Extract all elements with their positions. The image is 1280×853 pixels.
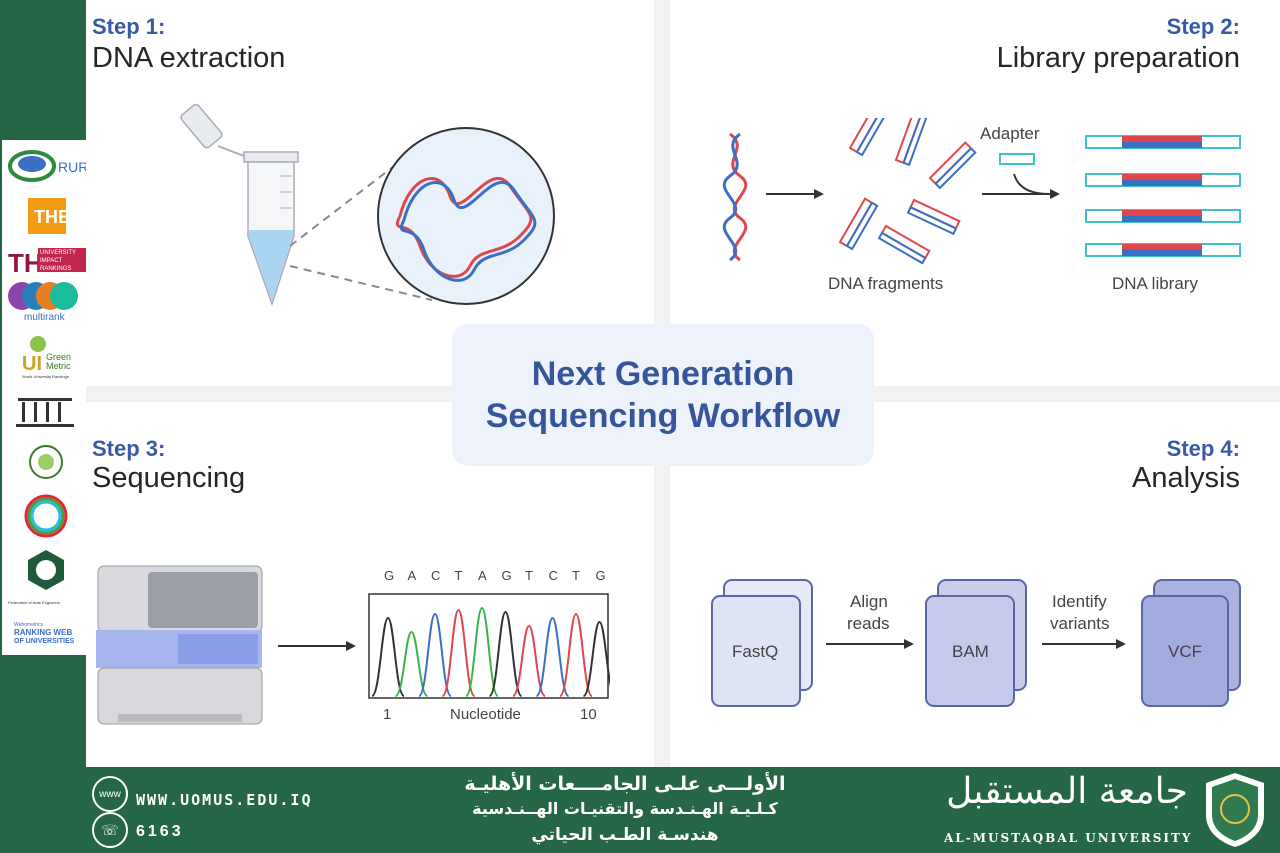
greenmetric-logo: UI Green Metric World University Ranking… (22, 336, 71, 379)
fastq-label: FastQ (732, 642, 779, 661)
svg-text:RUR: RUR (58, 159, 86, 175)
svg-text:IMPACT: IMPACT (40, 258, 63, 264)
footer-bar: www WWW.UOMUS.EDU.IQ ☏ 6163 الأولـــى عل… (0, 767, 1280, 853)
chromatogram-peak (394, 630, 429, 697)
vcf-label: VCF (1168, 642, 1202, 661)
align-label-line1: Align (850, 592, 888, 611)
chromatogram-peak (535, 616, 570, 697)
base-letter: G (501, 568, 512, 583)
chromatogram-peak (418, 612, 452, 697)
ranking-logos-strip: RUR THE THE UNIVERSITY IMPACT RANKINGS m… (2, 140, 88, 655)
svg-text:Green: Green (46, 352, 71, 362)
dna-library-icon (1085, 135, 1241, 257)
arab-universities-association-logo (29, 445, 63, 479)
dna-magnified-circle (377, 127, 555, 305)
chromatogram-peak (441, 608, 476, 697)
base-letter: G (595, 568, 606, 583)
base-letter: C (431, 568, 441, 583)
step3-label: Step 3: (92, 436, 166, 461)
step3-title: Sequencing (92, 462, 246, 494)
nucleotide-axis-label: Nucleotide (450, 706, 521, 723)
svg-text:World University Rankings: World University Rankings (22, 374, 69, 379)
svg-text:RANKINGS: RANKINGS (40, 266, 71, 272)
globe-icon: www (92, 776, 128, 812)
svg-text:Webometrics: Webometrics (14, 622, 44, 628)
fae-logo: Federation of Arab Engineers (8, 550, 64, 605)
cwur-logo: RUR (8, 150, 88, 182)
workflow-title-box: Next Generation Sequencing Workflow (452, 324, 874, 466)
the-impact-logo: THE UNIVERSITY IMPACT RANKINGS (8, 248, 86, 278)
multirank-logo: multirank (8, 282, 78, 323)
svg-text:Federation of Arab Engineers: Federation of Arab Engineers (8, 600, 60, 605)
university-arabic-name: جامعة المستقبل (946, 771, 1188, 812)
university-crest-logo (1206, 773, 1264, 847)
institution-building-icon (16, 398, 74, 427)
step1-title: DNA extraction (92, 42, 286, 74)
chromatogram-peak (559, 612, 593, 697)
university-english-name: AL-MUSTAQBAL UNIVERSITY (944, 831, 1193, 845)
step1-label: Step 1: (92, 14, 166, 39)
step4-label: Step 4: (1166, 436, 1240, 461)
base-letter: C (548, 568, 558, 583)
adapter-icon (999, 153, 1035, 165)
chromatogram-plot (368, 593, 610, 699)
the-logo: THE (28, 198, 70, 234)
department-arabic-line: هندسـة الطـب الحياتي (531, 825, 719, 845)
ranking-arabic-line: الأولـــى علـى الجامــــعات الأهليـة (464, 773, 786, 795)
chromatogram-peak (512, 624, 546, 697)
fastq-file-icon (711, 579, 813, 707)
base-letter: A (478, 568, 487, 583)
vcf-file-icon (1141, 579, 1241, 707)
dna-fragments-icon (838, 118, 977, 265)
phone-icon: ☏ (92, 812, 128, 848)
nucleotide-axis-start: 1 (383, 706, 392, 723)
svg-text:UI: UI (22, 353, 42, 375)
svg-text:Metric: Metric (46, 361, 71, 371)
sequencer-machine-icon (96, 565, 263, 725)
workflow-title-line2: Sequencing Workflow (485, 397, 841, 435)
analysis-pipeline (711, 579, 1241, 707)
bam-file-icon (925, 579, 1027, 707)
test-tube-icon (180, 103, 299, 307)
webometrics-logo: Webometrics RANKING WEB OF UNIVERSITIES (14, 622, 75, 645)
library-preparation-illustration (722, 118, 1241, 265)
base-letter: T (454, 568, 463, 583)
phone-number: 6163 (136, 823, 184, 840)
sdg-logo (24, 494, 68, 538)
dna-library-label: DNA library (1112, 274, 1198, 293)
identify-label-line1: Identify (1052, 592, 1107, 611)
step2-title: Library preparation (996, 42, 1240, 74)
dna-strand-icon (722, 132, 748, 262)
dna-fragments-label: DNA fragments (828, 274, 944, 293)
step2-label: Step 2: (1166, 14, 1240, 39)
svg-text:multirank: multirank (24, 312, 66, 323)
base-letter: A (407, 568, 417, 583)
sequencing-arrow (278, 641, 356, 651)
step4-title: Analysis (1132, 462, 1240, 494)
chromatogram-peak (465, 606, 499, 697)
identify-label-line2: variants (1050, 614, 1110, 633)
bam-label: BAM (952, 642, 989, 661)
base-letter: T (572, 568, 580, 583)
chromatogram-peak (582, 620, 610, 697)
align-label-line2: reads (847, 614, 890, 633)
chromatogram-peak (371, 616, 405, 697)
chromatogram-peak (488, 610, 523, 697)
nucleotide-axis-end: 10 (580, 706, 597, 723)
base-letter: G (384, 568, 395, 583)
svg-text:OF UNIVERSITIES: OF UNIVERSITIES (14, 638, 75, 645)
college-arabic-line: كـلـيـة الهـنـدسة والتقنيـات الهــنـدسية (472, 799, 778, 818)
dna-extraction-illustration (180, 103, 555, 307)
website-link[interactable]: WWW.UOMUS.EDU.IQ (136, 791, 313, 809)
svg-text:THE: THE (34, 207, 70, 227)
adapter-label: Adapter (980, 124, 1040, 143)
svg-text:UNIVERSITY: UNIVERSITY (40, 250, 76, 256)
workflow-title-line1: Next Generation (531, 355, 795, 393)
base-letter: T (525, 568, 533, 583)
svg-text:RANKING WEB: RANKING WEB (14, 628, 72, 637)
